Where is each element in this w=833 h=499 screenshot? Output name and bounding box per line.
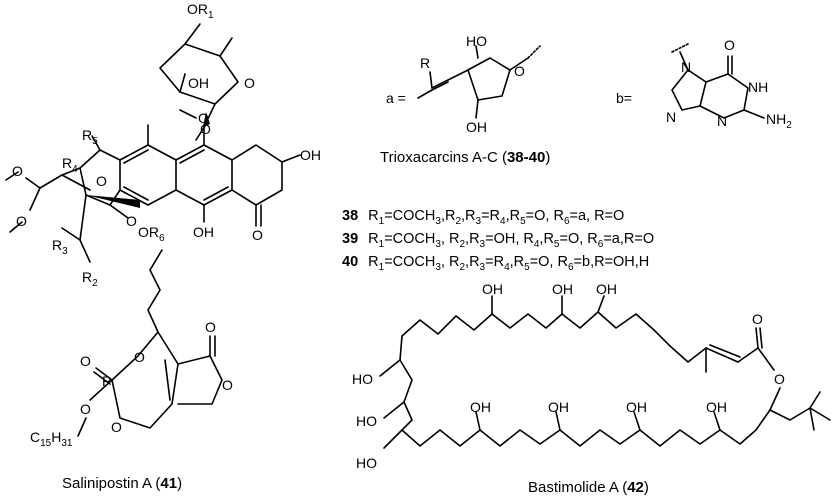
bast-oh-1: OH (482, 281, 503, 297)
bastimolide-caption: Bastimolide A (42) (528, 479, 649, 496)
ketone-o-label: O (252, 227, 263, 243)
bast-ho-3: HO (356, 455, 377, 471)
r4-sub: 4 (72, 164, 78, 175)
svg-text:NH2: NH2 (766, 111, 792, 131)
atom-r: R (198, 1, 208, 17)
sub-b-n7: N (681, 59, 691, 75)
trioxacarcins-caption: Trioxacarcins A-C (38-40) (380, 149, 550, 166)
sal-carbonyl-o: O (205, 319, 216, 335)
bastimolide-structure: O O OH OH OH HO HO HO OH OH OH OH (352, 281, 831, 471)
sub-b-label: b= (616, 90, 632, 106)
substituent-a-structure: a = R HO O OH (386, 33, 541, 135)
sal-o2: O (111, 419, 122, 435)
h31-num: 31 (61, 438, 73, 449)
substituent-legend: 38 R1=COCH3,R2,R3=R4,R5=O, R6=a, R=O 39 … (342, 208, 654, 273)
legend-line-39: 39 R1=COCH3, R2,R3=OH, R4,R5=O, R6=a,R=O (342, 231, 654, 250)
c15-num: 15 (40, 438, 52, 449)
svg-text:R4: R4 (62, 155, 78, 175)
legend-line-38: 38 R1=COCH3,R2,R3=R4,R5=O, R6=a, R=O (342, 208, 624, 227)
svg-text:OR1: OR1 (187, 1, 214, 21)
methoxy-o-label: O (198, 110, 209, 126)
salinipostin-caption: Salinipostin A (41) (62, 475, 182, 492)
bast-oh-2: OH (552, 281, 573, 297)
sub-b-nh: NH (748, 79, 768, 95)
r5-r: R (82, 127, 92, 143)
c15-c: C (30, 429, 40, 445)
sub-a-label: a = (386, 90, 406, 106)
svg-text:R2: R2 (82, 269, 98, 289)
phenol-oh-label: OH (193, 224, 214, 240)
r3-sub: 3 (62, 246, 68, 257)
sub-b-n3: N (717, 113, 727, 129)
sub-b-o: O (724, 37, 735, 53)
atom-o: O (187, 1, 198, 17)
sub-a-oh: OH (466, 119, 487, 135)
sub-b-nh2: NH (766, 111, 786, 127)
epoxide-o-label: O (96, 173, 107, 189)
r4-r: R (62, 155, 72, 171)
sub-a-ho: HO (466, 33, 487, 49)
sal-o3: O (80, 401, 91, 417)
trioxacarcin-core-structure: OR1 OH O O O OH O OH O R5 R4 O R3 R2 OR6… (5, 1, 321, 289)
bast-ho-1: HO (352, 371, 373, 387)
ring-o-label: O (126, 213, 137, 229)
svg-text:R3: R3 (52, 237, 68, 257)
bast-oh-7: OH (706, 399, 727, 415)
acetal-o2-label: O (16, 213, 27, 229)
svg-text:R5: R5 (82, 127, 98, 147)
sal-po: O (80, 353, 91, 369)
phosphorus-label: P (102, 373, 111, 389)
atom-r1-sub: 1 (208, 10, 214, 21)
svg-text:C15H31: C15H31 (30, 429, 73, 449)
bast-carbonyl-o: O (752, 311, 763, 327)
bast-ester-o: O (774, 371, 785, 387)
sugar-o-label: O (244, 75, 255, 91)
acetal-o1-label: O (12, 163, 23, 179)
or6-sub: 6 (159, 233, 165, 244)
sub-a-r: R (420, 55, 430, 71)
or6-r: R (149, 224, 159, 240)
svg-text:OR6: OR6 (138, 224, 165, 244)
glycosidic-o-label: O (200, 121, 211, 137)
sugar-oh-label: OH (188, 75, 209, 91)
bast-oh-3: OH (596, 281, 617, 297)
r2-sub: 2 (92, 278, 98, 289)
r2-r: R (82, 269, 92, 285)
sub-a-o: O (514, 63, 525, 79)
r3-r: R (52, 237, 62, 253)
legend-line-40: 40 R1=COCH3, R2,R3=R4,R5=O, R6=b,R=OH,H (342, 254, 649, 273)
bast-oh-6: OH (626, 399, 647, 415)
sub-b-n9: N (666, 109, 676, 125)
or6-o: O (138, 224, 149, 240)
bast-oh-5: OH (548, 399, 569, 415)
bast-oh-4: OH (470, 399, 491, 415)
sal-o1: O (134, 349, 145, 365)
salinipostin-structure: P O O O O O O C15H31 (30, 249, 233, 449)
substituent-b-structure: b= N O NH N N NH2 (616, 37, 792, 131)
bast-ho-2: HO (356, 413, 377, 429)
h31-h: H (51, 429, 61, 445)
r5-sub: 5 (92, 136, 98, 147)
sal-lactone-o: O (222, 377, 233, 393)
sub-b-nh2-sub: 2 (786, 120, 792, 131)
ring-oh-label: OH (300, 147, 321, 163)
